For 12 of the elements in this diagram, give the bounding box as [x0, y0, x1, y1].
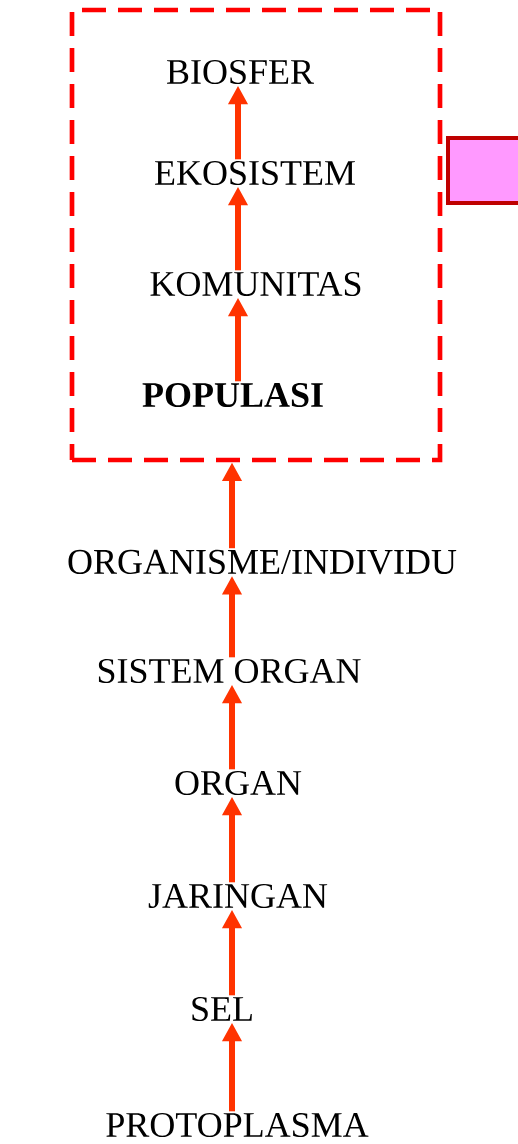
level-label: KOMUNITAS	[150, 271, 361, 297]
level-label: ORGAN	[175, 770, 302, 796]
level-label: SISTEM ORGAN	[98, 658, 361, 684]
level-label: SEL	[192, 996, 252, 1022]
level-label: PROTOPLASMA	[106, 1112, 369, 1138]
level-label: EKOSISTEM	[155, 160, 355, 186]
dashed-frame	[69, 7, 443, 463]
level-label: ORGANISME/INDIVIDU	[68, 549, 457, 575]
level-label: JARINGAN	[148, 883, 328, 909]
side-box	[446, 136, 518, 205]
level-label: POPULASI	[142, 382, 323, 408]
level-label: BIOSFER	[167, 59, 314, 85]
